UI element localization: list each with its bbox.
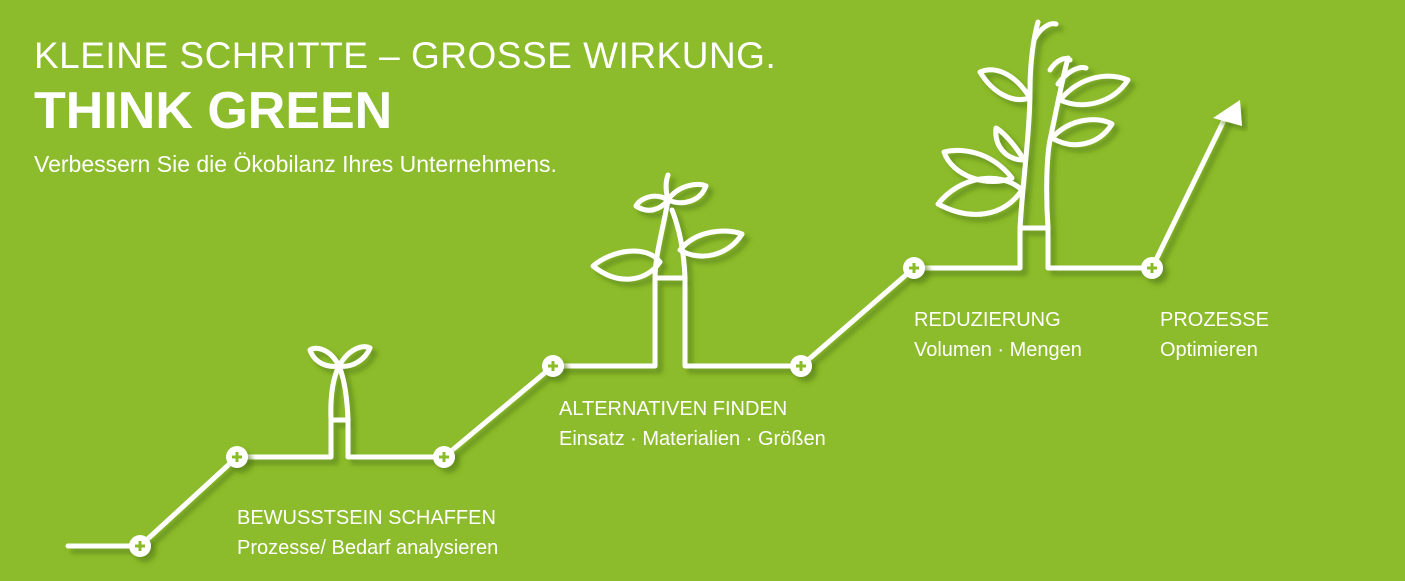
plus-node-icon xyxy=(129,535,151,557)
plus-node-icon xyxy=(542,355,564,377)
step-title: ALTERNATIVEN FINDEN xyxy=(559,398,788,420)
sprout-icon xyxy=(590,172,745,282)
step-processes: PROZESSE Optimieren xyxy=(1160,305,1269,365)
step-title: REDUZIERUNG xyxy=(914,309,1061,331)
plant-icon xyxy=(935,19,1131,231)
subtitle: Verbessern Sie die Ökobilanz Ihres Unter… xyxy=(34,151,557,177)
step-awareness: BEWUSSTSEIN SCHAFFEN Prozesse/ Bedarf an… xyxy=(237,503,498,563)
step-detail: Volumen · Mengen xyxy=(914,339,1082,361)
page-title: THINK GREEN xyxy=(34,82,393,140)
plus-node-icon xyxy=(1141,257,1163,279)
plus-node-icon xyxy=(903,257,925,279)
plus-node-icon xyxy=(790,355,812,377)
arrow-up-icon xyxy=(1213,100,1242,126)
plus-node-icon xyxy=(226,446,248,468)
step-title: BEWUSSTSEIN SCHAFFEN xyxy=(237,507,496,529)
seedling-icon xyxy=(307,344,373,423)
step-detail: Einsatz · Materialien · Größen xyxy=(559,428,826,450)
step-reduction: REDUZIERUNG Volumen · Mengen xyxy=(914,305,1082,365)
step-detail: Prozesse/ Bedarf analysieren xyxy=(237,537,499,559)
plus-nodes xyxy=(129,257,1163,557)
step-detail: Optimieren xyxy=(1160,339,1258,361)
plus-node-icon xyxy=(433,446,455,468)
step-alternatives: ALTERNATIVEN FINDEN Einsatz · Materialie… xyxy=(559,394,826,454)
headline: KLEINE SCHRITTE – GROSSE WIRKUNG. xyxy=(34,35,777,76)
step-title: PROZESSE xyxy=(1160,309,1269,331)
